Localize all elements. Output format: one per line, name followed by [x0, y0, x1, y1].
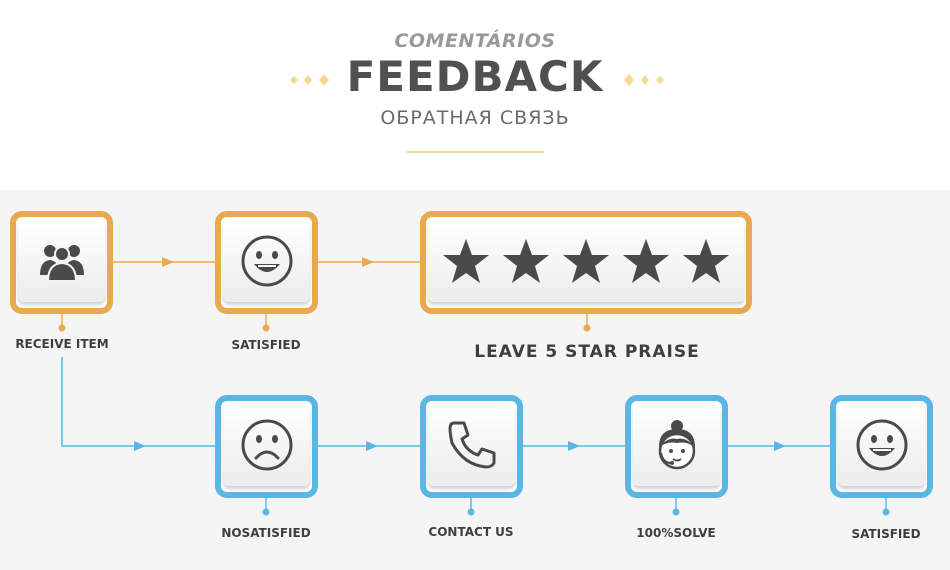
support-agent-icon: [658, 419, 695, 469]
connector-dot: [583, 324, 591, 332]
arrow-right-icon: [134, 441, 146, 451]
node-receive-item: [10, 211, 113, 314]
label-contact-us: CONTACT US: [428, 525, 514, 539]
people-group-icon: [39, 244, 84, 281]
arrow-right-icon: [568, 441, 580, 451]
connector-dot: [58, 324, 66, 332]
diamond-ornament-right: [624, 74, 664, 86]
connector-dot: [262, 324, 270, 332]
arrow-right-icon: [162, 257, 174, 267]
star-icon: [503, 238, 549, 283]
header-subtitle-bottom: ОБРАТНАЯ СВЯЗЬ: [380, 107, 570, 129]
label-nosatisfied: NOSATISFIED: [221, 526, 311, 540]
node-satisfied-top: [215, 211, 318, 314]
header: COMENTÁRIOS FEEDBACK ОБРАТНАЯ СВЯЗЬ: [0, 0, 950, 190]
label-satisfied-bottom: SATISFIED: [851, 527, 921, 541]
star-icon: [623, 238, 669, 283]
phone-icon: [448, 421, 495, 468]
node-nosatisfied: [215, 395, 318, 498]
arrow-right-icon: [774, 441, 786, 451]
label-five-star: LEAVE 5 STAR PRAISE: [474, 342, 700, 362]
diamond-ornament-left: [290, 74, 329, 86]
star-icon: [563, 238, 609, 283]
label-satisfied-top: SATISFIED: [231, 338, 301, 352]
connector-dot: [672, 508, 680, 516]
five-stars-icon: [428, 219, 744, 302]
connector-line: [61, 357, 216, 447]
connector-dot: [262, 508, 270, 516]
smiley-face-icon: [241, 235, 292, 286]
header-subtitle-top: COMENTÁRIOS: [394, 30, 556, 52]
node-solve: [625, 395, 728, 498]
page-title: FEEDBACK: [346, 52, 604, 101]
arrow-right-icon: [366, 441, 378, 451]
header-divider: [406, 151, 544, 153]
star-icon: [683, 238, 729, 283]
sad-face-icon: [241, 419, 292, 470]
connector-dot: [882, 508, 890, 516]
node-satisfied-bottom: [830, 395, 933, 498]
star-icon: [443, 238, 489, 283]
arrow-right-icon: [362, 257, 374, 267]
node-five-star: [420, 211, 752, 314]
connector-dot: [467, 508, 475, 516]
smiley-face-icon: [856, 419, 907, 470]
label-receive-item: RECEIVE ITEM: [15, 337, 109, 351]
label-solve: 100%SOLVE: [636, 526, 716, 540]
node-contact-us: [420, 395, 523, 498]
